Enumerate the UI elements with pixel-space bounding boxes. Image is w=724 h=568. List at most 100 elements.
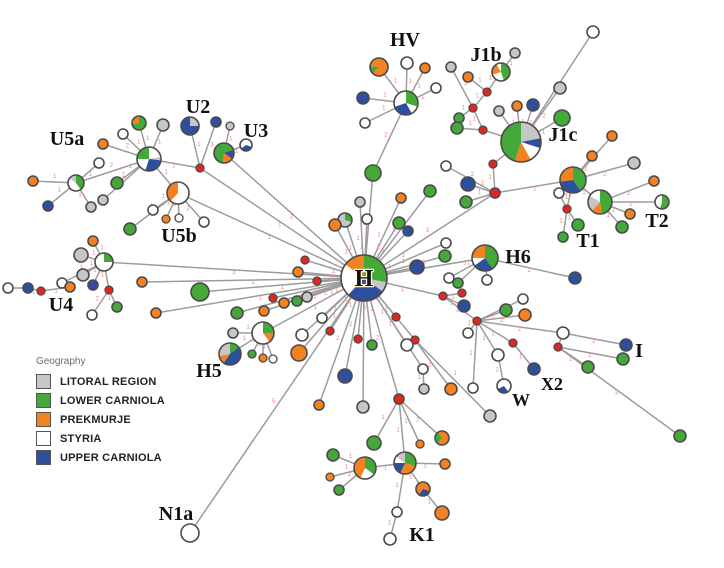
network-edge — [450, 66, 474, 109]
haplotype-node-k1b — [393, 451, 417, 475]
edge-mutation-count: 1 — [172, 163, 176, 169]
haplotype-node-n6 — [93, 157, 105, 169]
haplotype-node-n30 — [87, 279, 99, 291]
pie-slice — [123, 222, 137, 236]
lower-carniola-swatch — [36, 393, 51, 408]
haplotype-node-n24 — [123, 222, 137, 236]
haplotype-node-n144 — [568, 271, 582, 285]
haplotype-node-n61 — [364, 164, 382, 182]
pie-slice — [370, 58, 379, 67]
network-edge — [562, 332, 627, 346]
pie-slice — [104, 285, 114, 295]
node-outline — [491, 62, 511, 82]
pie-slice — [443, 272, 455, 284]
haplogroup-label-U4: U4 — [49, 294, 73, 316]
haplotype-node-igreen — [616, 352, 630, 366]
node-outline — [415, 481, 431, 497]
haplotype-node-n154 — [434, 430, 450, 446]
edge-mutation-count: 1 — [377, 232, 381, 238]
haplotype-node-n46 — [300, 255, 310, 265]
pie-slice — [252, 322, 270, 344]
haplotype-node-w4 — [64, 281, 76, 293]
pie-slice — [190, 282, 210, 302]
edge-mutation-count: 1 — [314, 305, 318, 311]
pie-slice — [97, 194, 109, 206]
haplotype-node-n96 — [526, 98, 540, 112]
edge-mutation-count: 1 — [422, 260, 426, 266]
pie-slice — [258, 353, 268, 363]
edge-mutation-count: 1 — [478, 77, 482, 83]
pie-slice — [435, 432, 442, 444]
pie-slice — [417, 363, 429, 375]
pie-slice — [624, 208, 636, 220]
pie-slice — [356, 400, 370, 414]
network-edge — [484, 257, 576, 279]
haplotype-node-n135 — [508, 338, 518, 348]
pie-slice — [400, 338, 414, 352]
haplotype-node-u4 — [94, 252, 114, 272]
haplotype-node-n155 — [439, 458, 451, 470]
edge-mutation-count: 2 — [122, 173, 126, 179]
haplotype-node-n115 — [553, 187, 565, 199]
haplotype-node-n156 — [415, 481, 431, 497]
pie-slice — [361, 213, 373, 225]
haplotype-node-n50 — [301, 291, 313, 303]
pie-slice — [219, 343, 230, 357]
haplotype-node-n34 — [136, 276, 148, 288]
pie-slice — [340, 264, 364, 295]
center-node-label: H — [355, 266, 374, 292]
haplotype-node-n69 — [440, 160, 452, 172]
haplogroup-label-J1c: J1c — [549, 124, 578, 146]
haplotype-node-n71 — [438, 249, 452, 263]
edge-mutation-count: 1 — [162, 194, 166, 200]
pie-slice — [444, 382, 458, 396]
network-edge — [177, 192, 365, 279]
pie-slice — [110, 176, 124, 190]
haplogroup-label-U5b: U5b — [161, 225, 197, 247]
haplotype-node-j1c — [500, 121, 542, 163]
haplotype-node-n88 — [462, 71, 474, 83]
pie-slice — [430, 82, 442, 94]
pie-slice — [423, 184, 437, 198]
pie-slice — [440, 237, 452, 249]
edge-mutation-count: 2 — [384, 132, 388, 138]
network-edge — [189, 277, 365, 534]
edge-mutation-count: 1 — [186, 206, 190, 212]
pie-slice — [391, 506, 403, 518]
pie-slice — [2, 282, 14, 294]
network-edge — [199, 167, 365, 279]
pie-slice — [571, 218, 585, 232]
edge-mutation-count: 1 — [559, 218, 563, 224]
haplotype-node-n62 — [354, 196, 366, 208]
haplotype-node-n74 — [452, 277, 464, 289]
pie-slice — [472, 316, 482, 326]
haplogroup-label-T2: T2 — [645, 210, 668, 232]
edge-mutation-count: 1 — [395, 483, 399, 489]
edge-mutation-count: 1 — [606, 213, 610, 219]
haplotype-node-n78 — [400, 56, 414, 70]
pie-slice — [104, 253, 113, 262]
haplotype-node-n126 — [438, 291, 448, 301]
haplotype-node-t1 — [559, 166, 587, 194]
haplotype-node-n89 — [482, 87, 492, 97]
haplotype-node-n55 — [316, 312, 328, 324]
pie-slice — [174, 213, 184, 223]
edge-mutation-count: 1 — [370, 307, 374, 313]
haplotype-node-n63 — [395, 192, 407, 204]
pie-slice — [137, 159, 149, 171]
pie-slice — [326, 448, 340, 462]
pie-slice — [87, 235, 99, 247]
haplotype-node-n98 — [553, 109, 571, 127]
edge-mutation-count: 1 — [101, 273, 105, 279]
haplotype-node-n18 — [239, 138, 253, 152]
pie-slice — [345, 255, 364, 278]
edge-mutation-count: 1 — [423, 463, 427, 469]
pie-slice — [246, 139, 252, 147]
pie-slice — [354, 457, 365, 478]
edge-mutation-count: 1 — [356, 236, 360, 242]
edge-mutation-count: 2 — [416, 417, 420, 423]
pie-slice — [394, 91, 406, 107]
haplogroup-label-U5a: U5a — [50, 128, 84, 150]
pie-slice — [198, 216, 210, 228]
edge-mutation-count: 1 — [450, 301, 454, 307]
